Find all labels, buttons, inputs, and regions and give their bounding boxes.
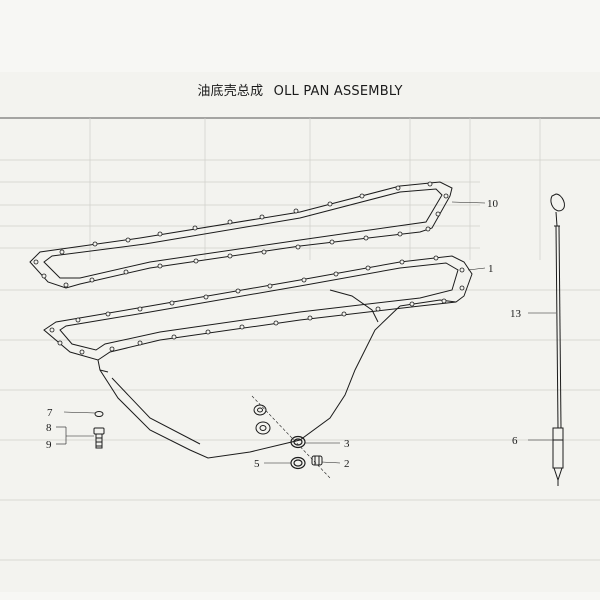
- title-english: OLL PAN ASSEMBLY: [273, 84, 403, 99]
- oil-pan-bolt-holes: [49, 255, 465, 355]
- seal-ring-part-3: [290, 435, 306, 449]
- oil-pan-body-part-1: [43, 255, 473, 459]
- callout-3: 3: [344, 438, 350, 450]
- seal-ring-part-5: [290, 456, 306, 470]
- drain-plug-part-2: [311, 455, 323, 466]
- callout-9: 9: [46, 439, 52, 451]
- callout-1: 1: [488, 263, 494, 275]
- callout-8: 8: [46, 422, 52, 434]
- faint-table-grid: [0, 117, 600, 561]
- leader-lines: [56, 201, 556, 464]
- callout-13: 13: [510, 308, 522, 320]
- gasket-10-bolt-holes: [33, 181, 449, 288]
- washer-part-7: [94, 411, 104, 417]
- gasket-part-10: [29, 181, 453, 289]
- dipstick-part-13: [550, 193, 565, 429]
- callout-labels: 10 1 13 7 8 9 3 5 2 6: [46, 198, 522, 470]
- bolt-part-8: [93, 427, 105, 449]
- page-title: 油底壳总成 OLL PAN ASSEMBLY: [0, 80, 600, 99]
- callout-6: 6: [512, 435, 518, 447]
- drain-axis-line: [251, 395, 331, 479]
- title-chinese: 油底壳总成: [197, 84, 264, 99]
- callout-5: 5: [254, 458, 260, 470]
- callout-2: 2: [344, 458, 350, 470]
- sheet-background: [0, 72, 600, 592]
- callout-7: 7: [47, 407, 53, 419]
- callout-10: 10: [487, 198, 499, 210]
- drain-seal-rings: [253, 404, 271, 435]
- dipstick-tube-part-6: [552, 427, 564, 486]
